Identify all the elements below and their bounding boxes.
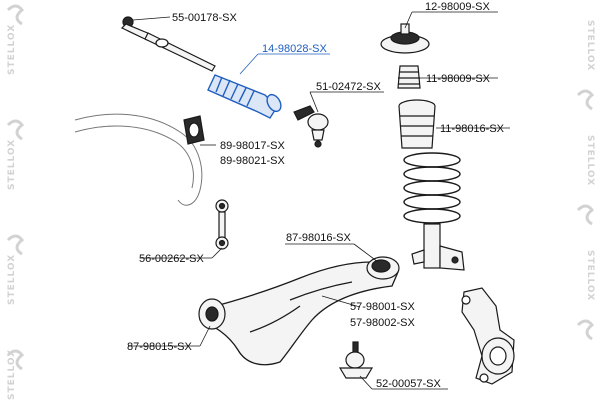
watermark-text: STELLOX <box>7 254 17 305</box>
stellox-logo-icon <box>576 89 595 341</box>
label-arm-bushing-rear: 87-98016-SX <box>286 232 351 244</box>
watermark-text: STELLOX <box>7 349 17 400</box>
watermark-text: STELLOX <box>585 20 595 71</box>
ball-joint-upper-part <box>293 105 329 148</box>
bump-stop-part <box>397 65 421 89</box>
tie-rod-part <box>120 16 216 72</box>
label-dust-boot: 11-98016-SX <box>440 123 505 135</box>
stabilizer-link-part <box>215 199 229 250</box>
watermark-left: STELLOX STELLOX STELLOX STELLOX <box>6 4 25 400</box>
leader-line <box>211 247 223 259</box>
label-stabilizer-link: 56-00262-SX <box>139 253 204 265</box>
label-tie-rod: 55-00178-SX <box>172 12 237 24</box>
dust-boot-part <box>398 99 436 149</box>
leader-line <box>132 16 171 21</box>
strut-mount-part <box>380 23 430 54</box>
control-arm-part <box>199 261 399 366</box>
label-control-arm-1: 57-98001-SX <box>350 301 415 313</box>
label-stabilizer-bushing-2: 89-98021-SX <box>220 155 285 167</box>
label-bump-stop: 11-98009-SX <box>426 73 491 85</box>
steering-boot-part <box>207 74 282 119</box>
strut-body <box>411 223 465 271</box>
leader-line <box>353 243 379 263</box>
leader-line <box>199 325 211 347</box>
leader-line <box>239 53 259 75</box>
label-ball-joint-lower: 52-00057-SX <box>376 378 441 390</box>
label-control-arm-2: 57-98002-SX <box>350 317 415 329</box>
watermark-text: STELLOX <box>7 24 17 75</box>
watermark-right: STELLOX STELLOX STELLOX <box>576 20 595 341</box>
arm-bushing-rear-part <box>366 256 400 280</box>
coil-spring <box>403 152 461 224</box>
leader-line <box>321 295 361 308</box>
watermark-text: STELLOX <box>585 135 595 186</box>
arm-bushing-front-part <box>198 298 226 330</box>
stabilizer-bar <box>74 113 203 206</box>
watermark-text: STELLOX <box>7 139 17 190</box>
stabilizer-bushing-part <box>183 115 205 145</box>
steering-knuckle <box>461 287 515 385</box>
label-arm-bushing-front: 87-98015-SX <box>127 341 192 353</box>
label-stabilizer-bushing-1: 89-98017-SX <box>220 140 285 152</box>
stellox-logo-icon <box>6 4 25 371</box>
leader-line <box>309 91 319 113</box>
label-steering-boot: 14-98028-SX <box>262 43 327 55</box>
ball-joint-lower-part <box>338 341 374 379</box>
label-ball-joint-upper: 51-02472-SX <box>316 81 381 93</box>
leader-line <box>359 375 373 390</box>
watermark-text: STELLOX <box>585 250 595 301</box>
label-strut-mount: 12-98009-SX <box>425 1 490 13</box>
leader-line <box>404 11 413 29</box>
